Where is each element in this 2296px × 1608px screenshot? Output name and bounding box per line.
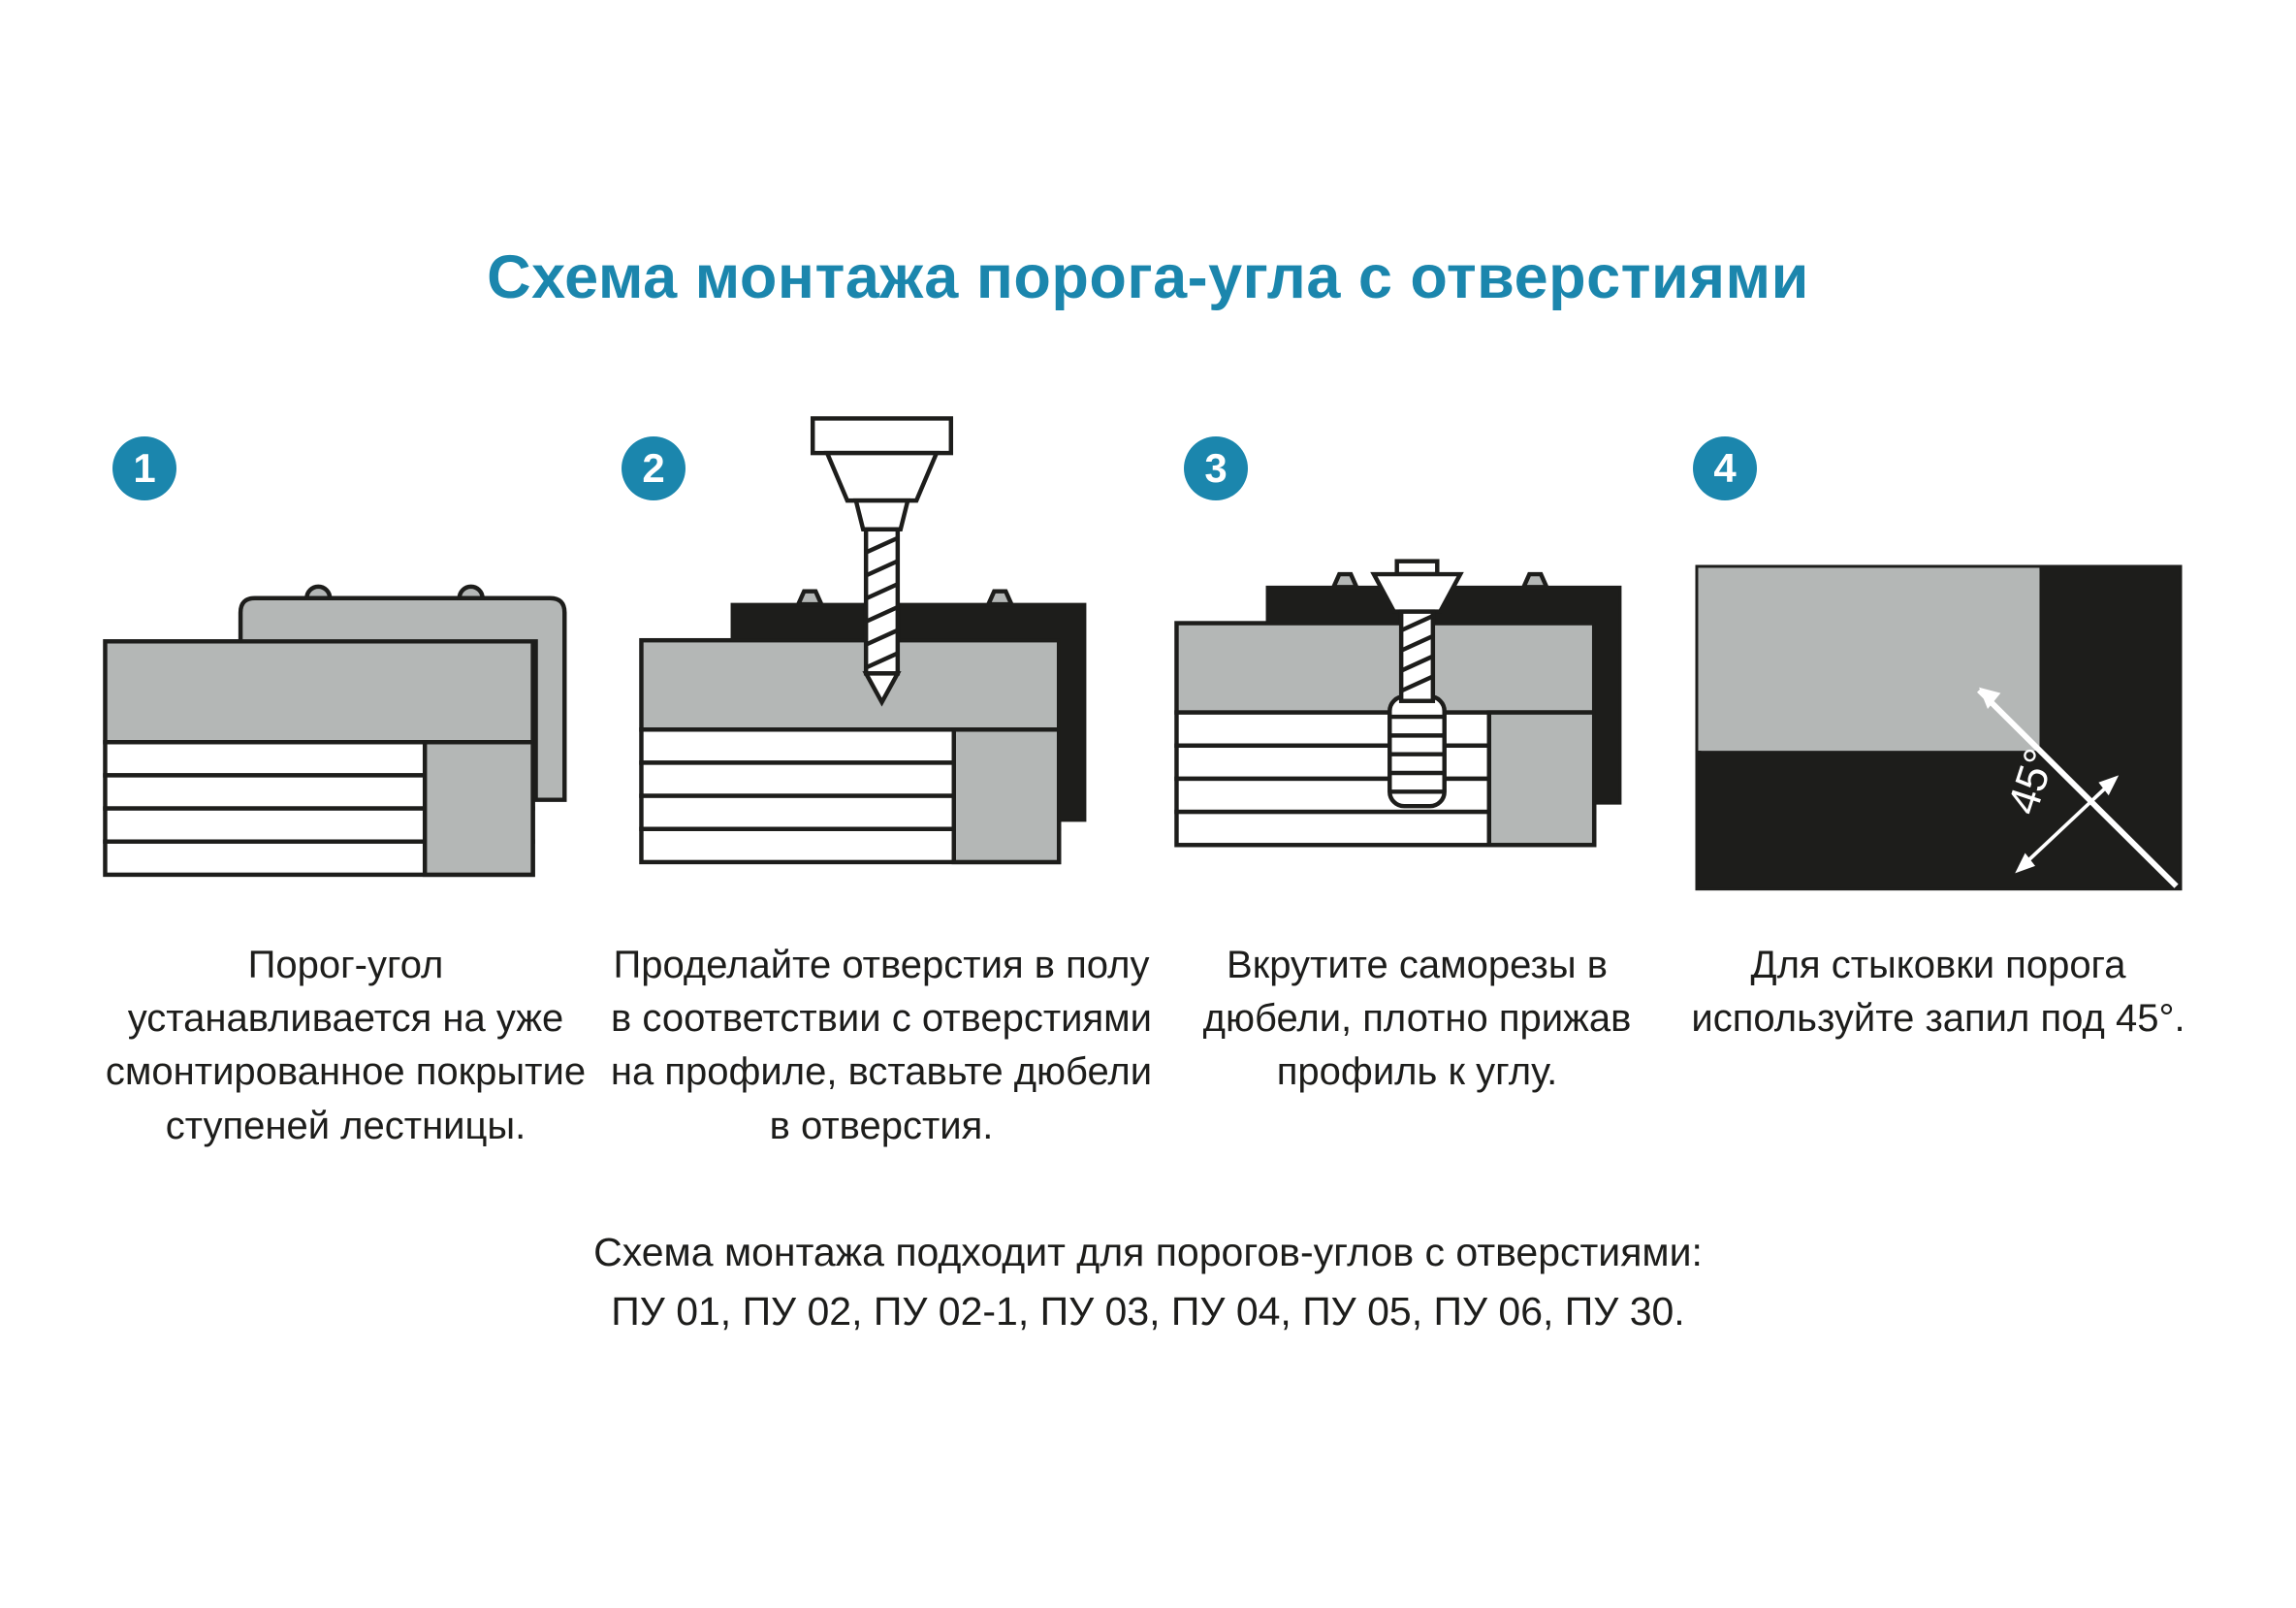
adjoining-profile-surface (1697, 567, 2180, 888)
step-2-caption: Проделайте отверстия в полу в соответств… (610, 944, 1153, 1147)
step-3-caption: Вкрутите саморезы в дюбели, плотно прижа… (1202, 944, 1632, 1094)
step-2: 2 (610, 416, 1153, 1153)
drilling-diagram (638, 416, 1086, 865)
stair-corner-profile-diagram (103, 584, 567, 878)
screwing-diagram (1174, 559, 1622, 848)
footer-line-1: Схема монтажа подходит для порогов-углов… (593, 1229, 1703, 1274)
step-2-illustration (610, 416, 1153, 892)
step-1-number: 1 (133, 445, 156, 491)
step-1-illustration (101, 436, 590, 892)
profile-top-surface (1697, 567, 2039, 752)
dowel-icon (1387, 693, 1447, 809)
drill-icon (810, 416, 953, 707)
step-4-number-badge: 4 (1693, 436, 1757, 500)
step-2-number-badge: 2 (622, 436, 686, 500)
step-1-number-badge: 1 (112, 436, 176, 500)
miter-joint-top-view: 45° (1694, 564, 2183, 891)
step-2-number: 2 (642, 445, 665, 491)
miter-line-arrowhead (1978, 688, 2000, 710)
steps-row: 1 (0, 416, 2296, 1153)
step-4-caption: Для стыковки порога используйте запил по… (1691, 944, 2185, 1041)
step-3-number: 3 (1204, 445, 1228, 491)
footer-note: Схема монтажа подходит для порогов-углов… (0, 1223, 2296, 1342)
stair-step (638, 637, 1061, 865)
corner-profile-icon (238, 584, 567, 803)
screw-icon (1370, 559, 1464, 703)
step-1-caption: Порог-угол устанавливается на уже смонти… (105, 944, 587, 1147)
step-3-illustration (1172, 436, 1662, 892)
step-4: 4 45° Для стыковки порога исп (1681, 436, 2195, 1153)
step-3-number-badge: 3 (1184, 436, 1248, 500)
page-title: Схема монтажа порога-угла с отверстиями (487, 243, 1809, 311)
corner-profile-icon (730, 589, 1086, 822)
step-1: 1 (101, 436, 590, 1153)
angle-dimension-arrow (2014, 775, 2119, 874)
step-4-number: 4 (1713, 445, 1737, 491)
step-4-illustration: 45° (1681, 436, 2195, 892)
stair-step (103, 639, 535, 878)
footer-line-2: ПУ 01, ПУ 02, ПУ 02-1, ПУ 03, ПУ 04, ПУ … (611, 1289, 1685, 1335)
corner-profile-icon (1265, 571, 1622, 805)
miter-cut-line (1976, 688, 2179, 889)
stair-step (1174, 621, 1597, 848)
step-3: 3 (1172, 436, 1662, 1153)
